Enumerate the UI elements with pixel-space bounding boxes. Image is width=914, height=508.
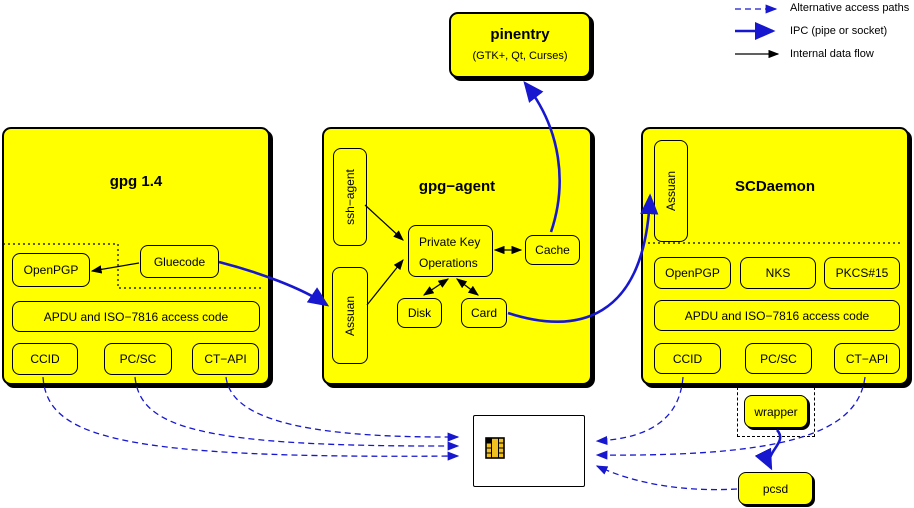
gpg-agent-assuan-box: Assuan	[332, 267, 368, 364]
disk-label: Disk	[407, 306, 432, 320]
scdaemon-apdu-label: APDU and ISO−7816 access code	[684, 308, 870, 323]
scdaemon-apdu-box: APDU and ISO−7816 access code	[654, 300, 900, 331]
gpg14-openpgp-label: OpenPGP	[23, 263, 79, 277]
wrapper-box: wrapper	[744, 395, 808, 428]
gpg14-apdu-box: APDU and ISO−7816 access code	[12, 301, 260, 332]
gpg14-ccid-box: CCID	[12, 343, 78, 375]
scdaemon-openpgp-label: OpenPGP	[665, 266, 720, 280]
ssh-agent-label: ssh−agent	[343, 169, 357, 225]
gpg14-box: gpg 1.4 OpenPGP Gluecode APDU and ISO−78…	[2, 127, 270, 385]
scdaemon-pcsc-box: PC/SC	[745, 343, 812, 374]
alt-gpg14-ctapi-to-card	[225, 376, 460, 442]
smartcard-chip-icon	[485, 437, 505, 459]
pinentry-subtitle: (GTK+, Qt, Curses)	[472, 50, 568, 62]
legend-alt-label: Alternative access paths	[790, 2, 910, 14]
legend-ipc-label: IPC (pipe or socket)	[790, 25, 888, 37]
pinentry-box: pinentry (GTK+, Qt, Curses)	[449, 12, 591, 78]
scdaemon-box: SCDaemon Assuan OpenPGP NKS PKCS#15 APDU…	[641, 127, 909, 385]
alt-scdaemon-ccid-to-card	[595, 376, 684, 446]
gpg14-pcsc-box: PC/SC	[104, 343, 172, 375]
scdaemon-assuan-label: Assuan	[664, 170, 678, 212]
gpg14-ccid-label: CCID	[30, 352, 60, 366]
smartcard-box	[473, 415, 585, 487]
gpg14-ctapi-label: CT−API	[204, 352, 247, 366]
gpg14-openpgp-box: OpenPGP	[12, 253, 90, 287]
scdaemon-assuan-box: Assuan	[654, 140, 688, 242]
gpg-agent-assuan-label: Assuan	[343, 295, 357, 336]
scdaemon-pkcs15-label: PKCS#15	[835, 266, 889, 280]
card-box: Card	[461, 298, 507, 328]
gpg14-ctapi-box: CT−API	[192, 343, 259, 375]
pcsd-label: pcsd	[762, 481, 789, 496]
gpg-agent-ssh-agent-box: ssh−agent	[333, 148, 367, 246]
gpg-agent-box: gpg−agent ssh−agent Assuan Private Key O…	[322, 127, 592, 385]
card-label: Card	[470, 306, 497, 320]
gpg14-pcsc-label: PC/SC	[119, 352, 157, 366]
scdaemon-ctapi-label: CT−API	[845, 351, 889, 366]
scdaemon-ctapi-box: CT−API	[834, 343, 900, 374]
scdaemon-openpgp-box: OpenPGP	[654, 257, 731, 289]
pinentry-title: pinentry	[490, 26, 550, 43]
alt-gpg14-ccid-to-card	[42, 376, 460, 461]
disk-box: Disk	[397, 298, 442, 328]
private-key-operations-box: Private Key Operations	[408, 225, 493, 277]
scdaemon-nks-box: NKS	[740, 257, 816, 289]
cache-box: Cache	[525, 235, 580, 265]
scdaemon-ccid-label: CCID	[672, 351, 703, 366]
legend-internal-label: Internal data flow	[790, 48, 874, 60]
gpg14-gluecode-label: Gluecode	[153, 254, 206, 269]
cache-label: Cache	[535, 243, 570, 257]
scdaemon-nks-label: NKS	[765, 266, 791, 280]
scdaemon-pkcs15-box: PKCS#15	[824, 257, 900, 289]
scdaemon-ccid-box: CCID	[654, 343, 721, 374]
alt-pcsd-to-card	[595, 465, 738, 491]
scdaemon-title: SCDaemon	[734, 178, 816, 195]
gpg-agent-title: gpg−agent	[418, 178, 496, 195]
wrapper-label: wrapper	[754, 404, 798, 419]
pcsd-box: pcsd	[738, 472, 813, 505]
scdaemon-pcsc-label: PC/SC	[760, 351, 797, 366]
gpg14-apdu-label: APDU and ISO−7816 access code	[43, 309, 229, 324]
gpg14-title: gpg 1.4	[109, 173, 163, 190]
gpg14-gluecode-box: Gluecode	[140, 245, 219, 278]
alt-gpg14-pcsc-to-card	[134, 376, 460, 451]
alt-scdaemon-ctapi-to-card	[595, 376, 866, 460]
private-key-line2: Operations	[419, 256, 478, 270]
private-key-line1: Private Key	[419, 235, 481, 249]
